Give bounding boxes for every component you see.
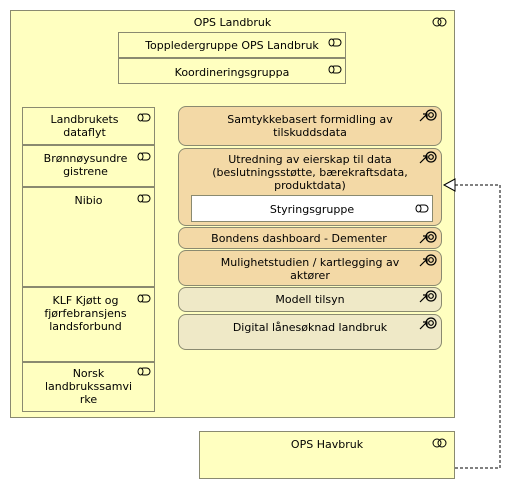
actor-bronnoysundregistrene[interactable]: Brønnøysundre gistrene (22, 145, 155, 187)
goal-icon (419, 254, 437, 267)
process-utredning-eierskap[interactable]: Utredning av eierskap til data (beslutni… (178, 148, 442, 226)
collaboration-icon (432, 438, 447, 448)
actor-label: Landbrukets dataflyt (50, 113, 119, 139)
process-label: Digital lånesøknad landbruk (232, 321, 388, 334)
role-label: Styringsgruppe (269, 203, 355, 216)
process-label: Utredning av eierskap til data (beslutni… (212, 153, 408, 192)
process-label: Modell tilsyn (275, 293, 345, 306)
process-label: Samtykkebasert formidling av tilskuddsda… (227, 113, 393, 139)
role-styringsgruppe[interactable]: Styringsgruppe (191, 195, 433, 222)
role-icon (328, 38, 342, 47)
process-modell-tilsyn[interactable]: Modell tilsyn (178, 287, 442, 312)
actor-label: Nibio (74, 194, 103, 207)
process-mulighetstudien[interactable]: Mulighetstudien / kartlegging av aktører (178, 250, 442, 286)
ops-havbruk-group[interactable]: OPS Havbruk (199, 431, 455, 479)
actor-label: Norsk landbrukssamvi rke (44, 367, 133, 406)
process-label: Bondens dashboard - Dementer (211, 232, 387, 245)
role-toppledergruppe[interactable]: Toppledergruppe OPS Landbruk (118, 32, 346, 58)
role-icon (137, 367, 151, 376)
role-icon (137, 294, 151, 303)
process-samtykkebasert[interactable]: Samtykkebasert formidling av tilskuddsda… (178, 106, 442, 146)
role-icon (415, 204, 429, 213)
actor-klf[interactable]: KLF Kjøtt og fjørfebransjens landsforbun… (22, 287, 155, 362)
process-label: Mulighetstudien / kartlegging av aktører (220, 256, 400, 282)
process-bondens-dashboard[interactable]: Bondens dashboard - Dementer (178, 227, 442, 249)
actor-label: KLF Kjøtt og fjørfebransjens landsforbun… (44, 294, 127, 333)
goal-icon (419, 231, 437, 244)
role-icon (137, 152, 151, 161)
role-icon (137, 113, 151, 122)
role-icon (137, 194, 151, 203)
role-koordineringsgruppa[interactable]: Koordineringsgruppa (118, 58, 346, 84)
collaboration-icon (432, 17, 447, 27)
actor-norsk-landbrukssamvirke[interactable]: Norsk landbrukssamvi rke (22, 362, 155, 412)
goal-icon (419, 151, 437, 164)
role-label: Koordineringsgruppa (174, 66, 290, 79)
goal-icon (419, 290, 437, 303)
goal-icon (419, 109, 437, 122)
actor-nibio[interactable]: Nibio (22, 187, 155, 287)
role-label: Toppledergruppe OPS Landbruk (145, 39, 319, 52)
ops-landbruk-title: OPS Landbruk (193, 16, 272, 29)
role-icon (328, 65, 342, 74)
process-digital-lanesoknad[interactable]: Digital lånesøknad landbruk (178, 314, 442, 350)
actor-label: Brønnøysundre gistrene (43, 152, 128, 178)
goal-icon (419, 317, 437, 330)
actor-landbrukets-dataflyt[interactable]: Landbrukets dataflyt (22, 107, 155, 145)
ops-havbruk-title: OPS Havbruk (290, 438, 364, 451)
